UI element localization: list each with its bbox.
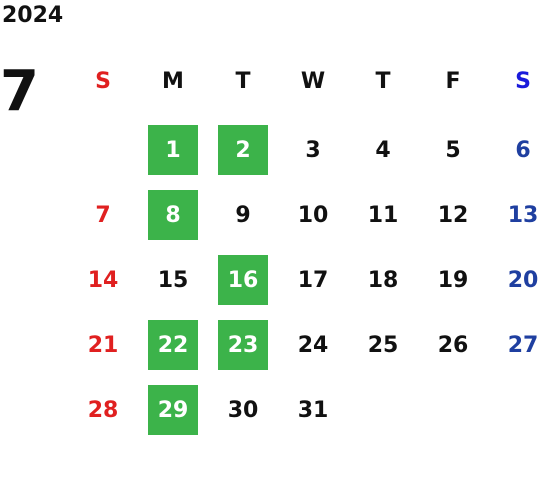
- month-number: 7: [0, 59, 39, 124]
- year-label: 2024: [2, 3, 64, 28]
- calendar-day-22: 22: [148, 320, 198, 370]
- calendar-day-11: 11: [367, 202, 399, 228]
- calendar-day-25: 25: [367, 332, 399, 358]
- calendar-day-18: 18: [367, 267, 399, 293]
- calendar-day-3: 3: [305, 137, 321, 163]
- calendar-day-10: 10: [297, 202, 329, 228]
- calendar-day-13: 13: [507, 202, 539, 228]
- calendar-day-4: 4: [375, 137, 391, 163]
- calendar-day-26: 26: [437, 332, 469, 358]
- calendar-day-8: 8: [148, 190, 198, 240]
- weekday-header-thu: T: [375, 68, 391, 94]
- calendar-day-7: 7: [95, 202, 111, 228]
- calendar-day-12: 12: [437, 202, 469, 228]
- calendar-day-30: 30: [227, 397, 259, 423]
- calendar-day-29: 29: [148, 385, 198, 435]
- calendar-day-27: 27: [507, 332, 539, 358]
- calendar-day-1: 1: [148, 125, 198, 175]
- calendar-day-23: 23: [218, 320, 268, 370]
- calendar-day-19: 19: [437, 267, 469, 293]
- weekday-header-tue: T: [235, 68, 251, 94]
- calendar-day-17: 17: [297, 267, 329, 293]
- calendar-day-14: 14: [87, 267, 119, 293]
- calendar-day-28: 28: [87, 397, 119, 423]
- weekday-header-sun: S: [95, 68, 111, 94]
- calendar-day-24: 24: [297, 332, 329, 358]
- weekday-header-sat: S: [515, 68, 531, 94]
- weekday-header-wed: W: [300, 68, 326, 94]
- weekday-header-fri: F: [445, 68, 461, 94]
- calendar-day-5: 5: [445, 137, 461, 163]
- calendar-day-9: 9: [235, 202, 251, 228]
- weekday-header-mon: M: [162, 68, 184, 94]
- calendar-day-6: 6: [515, 137, 531, 163]
- calendar-day-15: 15: [157, 267, 189, 293]
- calendar-day-20: 20: [507, 267, 539, 293]
- calendar-day-31: 31: [297, 397, 329, 423]
- calendar-day-2: 2: [218, 125, 268, 175]
- calendar-day-16: 16: [218, 255, 268, 305]
- calendar-day-21: 21: [87, 332, 119, 358]
